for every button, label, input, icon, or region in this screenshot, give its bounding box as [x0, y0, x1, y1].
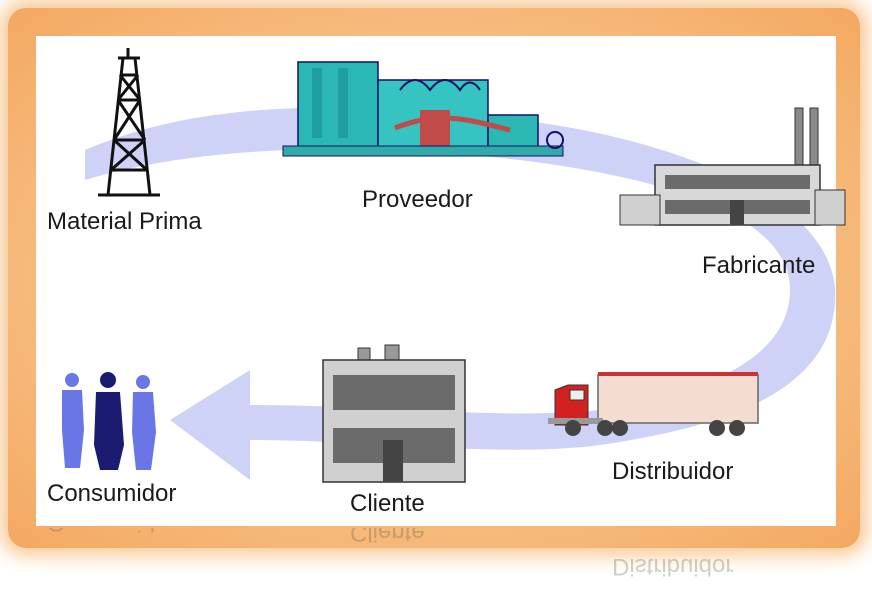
label-consumidor: Consumidor	[47, 480, 177, 507]
store-building-icon	[322, 344, 466, 483]
label-material-prima: Material Prima	[47, 208, 202, 235]
factory-icon	[619, 107, 846, 226]
reflect-distribuidor: Distribuidor	[612, 553, 734, 580]
label-cliente: Cliente	[350, 490, 425, 517]
mirror-reflection: Consumidor Cliente Distribuidor	[0, 528, 872, 602]
label-proveedor: Proveedor	[362, 186, 473, 213]
reflect-consumidor: Consumidor	[47, 528, 176, 536]
label-fabricante: Fabricante	[702, 252, 816, 279]
supplier-plant-icon	[282, 61, 564, 157]
cycle-arrow	[85, 107, 836, 480]
oil-derrick-icon	[98, 48, 160, 197]
truck-icon	[548, 372, 759, 436]
consumers-people-icon	[62, 372, 156, 470]
reflect-cliente: Cliente	[350, 528, 425, 546]
label-distribuidor: Distribuidor	[612, 458, 734, 485]
